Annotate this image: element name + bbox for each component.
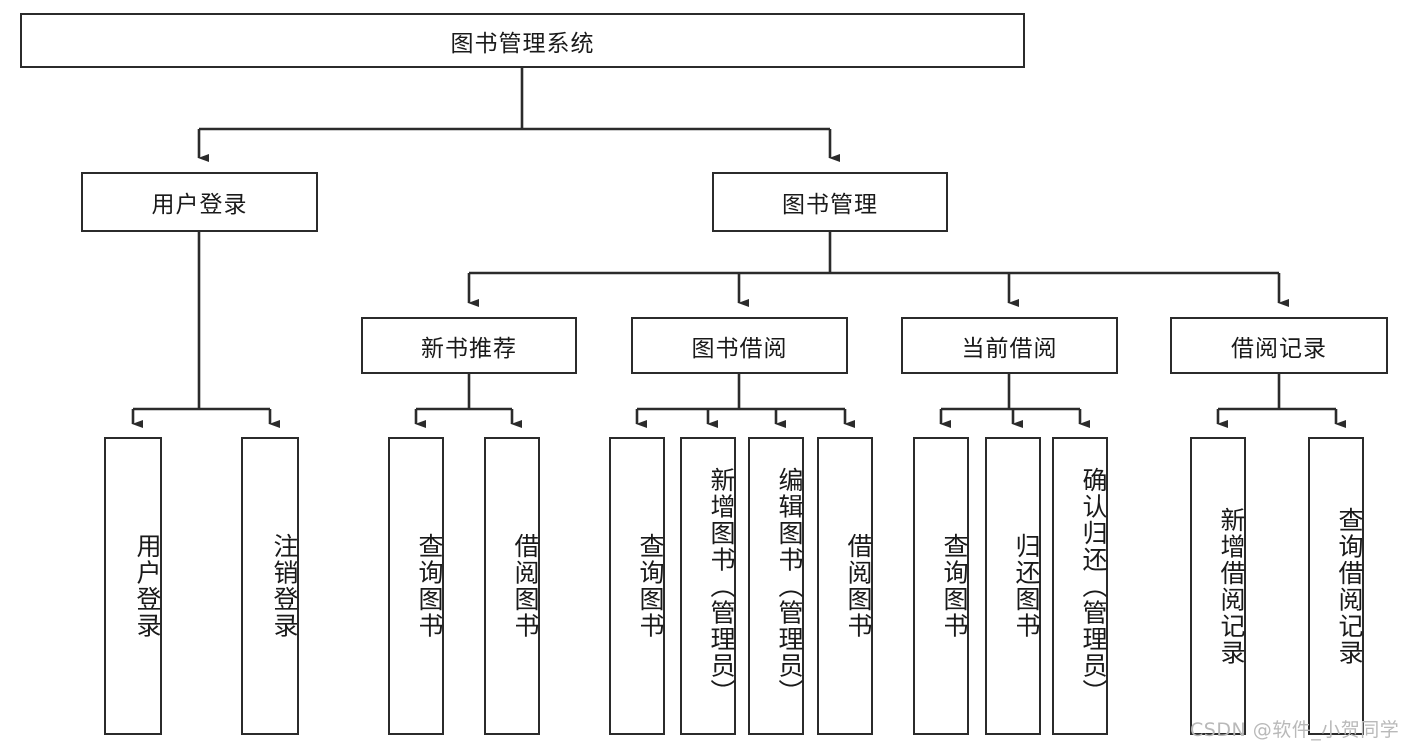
node-leaf-query-book-3-label: 查询图书 <box>940 533 969 639</box>
node-leaf-confirm-return-label: 确认归还（管理员） <box>1079 466 1108 706</box>
node-leaf-query-book-2[interactable]: 查询图书 <box>609 437 665 735</box>
node-current-borrow-label: 当前借阅 <box>961 335 1058 362</box>
node-new-book-recommend-label: 新书推荐 <box>421 335 517 362</box>
node-leaf-return-book-label: 归还图书 <box>1012 533 1041 639</box>
node-leaf-borrow-book-1-label: 借阅图书 <box>511 533 540 639</box>
node-leaf-return-book[interactable]: 归还图书 <box>985 437 1041 735</box>
node-leaf-add-book-label: 新增图书（管理员） <box>707 466 736 706</box>
node-leaf-add-book[interactable]: 新增图书（管理员） <box>680 437 736 735</box>
node-user-login[interactable]: 用户登录 <box>81 172 318 232</box>
node-leaf-query-book-2-label: 查询图书 <box>636 533 665 639</box>
node-leaf-query-book-1[interactable]: 查询图书 <box>388 437 444 735</box>
node-root-label: 图书管理系统 <box>450 30 595 57</box>
node-leaf-borrow-book-1[interactable]: 借阅图书 <box>484 437 540 735</box>
node-leaf-user-login-label: 用户登录 <box>133 533 162 639</box>
node-leaf-confirm-return[interactable]: 确认归还（管理员） <box>1052 437 1108 735</box>
node-current-borrow[interactable]: 当前借阅 <box>901 317 1118 374</box>
node-leaf-edit-book-label: 编辑图书（管理员） <box>775 466 804 706</box>
node-leaf-query-record-label: 查询借阅记录 <box>1335 506 1364 666</box>
node-leaf-edit-book[interactable]: 编辑图书（管理员） <box>748 437 804 735</box>
node-leaf-query-record[interactable]: 查询借阅记录 <box>1308 437 1364 735</box>
node-root[interactable]: 图书管理系统 <box>20 13 1025 68</box>
node-leaf-query-book-1-label: 查询图书 <box>415 533 444 639</box>
node-leaf-query-book-3[interactable]: 查询图书 <box>913 437 969 735</box>
node-borrow-record[interactable]: 借阅记录 <box>1170 317 1388 374</box>
node-leaf-borrow-book-2[interactable]: 借阅图书 <box>817 437 873 735</box>
node-book-borrow-label: 图书借阅 <box>691 335 788 362</box>
node-book-management-label: 图书管理 <box>782 192 878 218</box>
node-book-borrow[interactable]: 图书借阅 <box>631 317 848 374</box>
node-leaf-logout[interactable]: 注销登录 <box>241 437 299 735</box>
node-borrow-record-label: 借阅记录 <box>1231 335 1327 362</box>
node-user-login-label: 用户登录 <box>151 192 248 218</box>
node-leaf-borrow-book-2-label: 借阅图书 <box>844 533 873 639</box>
node-book-management[interactable]: 图书管理 <box>712 172 948 232</box>
node-leaf-logout-label: 注销登录 <box>270 533 299 639</box>
node-leaf-add-record[interactable]: 新增借阅记录 <box>1190 437 1246 735</box>
node-leaf-add-record-label: 新增借阅记录 <box>1217 506 1246 666</box>
node-new-book-recommend[interactable]: 新书推荐 <box>361 317 577 374</box>
node-leaf-user-login[interactable]: 用户登录 <box>104 437 162 735</box>
